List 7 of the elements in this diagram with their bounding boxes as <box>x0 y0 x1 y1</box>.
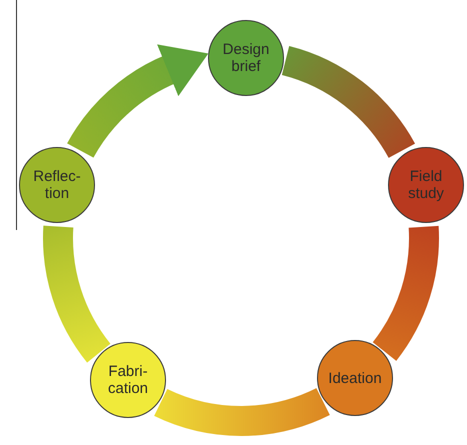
stage-circle <box>317 340 393 416</box>
stage-label: Field study <box>407 168 445 202</box>
stage-label: Fabri-cation <box>106 363 150 397</box>
stage-label: Design brief <box>222 41 270 75</box>
stage-label: Ideation <box>327 370 383 386</box>
stage-label: Reflec-tion <box>32 168 82 202</box>
stage-circle <box>19 147 95 223</box>
